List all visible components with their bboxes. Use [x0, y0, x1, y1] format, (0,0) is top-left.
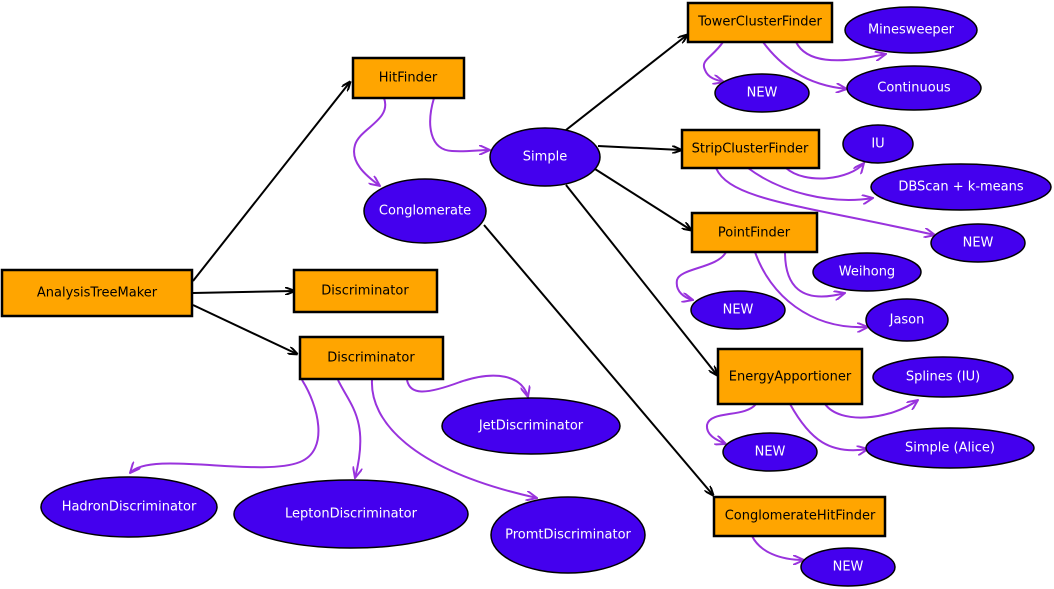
node-label: JetDiscriminator: [478, 419, 584, 434]
node-label: Minesweeper: [868, 23, 955, 38]
node-promt-discriminator: PromtDiscriminator: [490, 496, 646, 574]
node-tower-new: NEW: [714, 73, 810, 113]
edge-discriminator-jet: [406, 374, 528, 397]
node-tower-cluster-finder: TowerClusterFinder: [686, 1, 834, 44]
node-label: DBScan + k-means: [898, 180, 1024, 195]
edge-point-jason: [754, 251, 868, 327]
edge-hitfinder-simple: [429, 97, 490, 151]
edge-tower-continuous: [762, 41, 847, 89]
node-strip-new: NEW: [930, 223, 1026, 263]
node-label: AnalysisTreeMaker: [37, 286, 158, 301]
node-conglomerate: Conglomerate: [363, 178, 487, 244]
node-label: ConglomerateHitFinder: [725, 509, 876, 524]
edge-discriminator-hadron: [130, 379, 320, 473]
node-label: TowerClusterFinder: [697, 15, 822, 30]
edge-hitfinder-conglomerate: [353, 97, 387, 186]
node-label: LeptonDiscriminator: [285, 507, 418, 522]
edge-discriminator-promt: [370, 379, 537, 498]
node-conglomerate-hit-finder: ConglomerateHitFinder: [712, 495, 887, 538]
node-label: PointFinder: [718, 226, 791, 241]
node-label: NEW: [963, 236, 994, 251]
node-conglomerate-new: NEW: [800, 547, 896, 587]
node-label: HitFinder: [379, 71, 438, 86]
black-edges: [192, 35, 717, 495]
class-boxes: AnalysisTreeMaker HitFinder Discriminato…: [0, 1, 887, 538]
edge-energy-new: [705, 403, 757, 444]
node-minesweeper: Minesweeper: [844, 6, 978, 54]
node-label: StripClusterFinder: [692, 142, 809, 157]
node-weihong: Weihong: [812, 252, 922, 292]
node-label: Jason: [889, 313, 925, 328]
purple-edges: [130, 41, 935, 560]
node-label: Weihong: [839, 265, 895, 280]
edge-simple-tower: [565, 35, 687, 131]
node-label: Splines (IU): [906, 370, 980, 385]
edge-atm-discriminator-b: [192, 304, 297, 354]
node-label: HadronDiscriminator: [62, 500, 197, 515]
edge-conglomerate-conghitfinder: [483, 224, 713, 495]
edge-simple-energy: [565, 184, 717, 375]
node-label: Simple: [523, 150, 567, 165]
edge-point-new: [675, 251, 727, 300]
node-label: PromtDiscriminator: [505, 528, 631, 543]
node-iu: IU: [842, 124, 914, 164]
edge-simple-point: [594, 168, 691, 230]
node-label: IU: [871, 137, 884, 152]
node-jet-discriminator: JetDiscriminator: [441, 397, 621, 455]
node-point-new: NEW: [690, 290, 786, 330]
node-label: NEW: [833, 560, 864, 575]
node-label: NEW: [723, 303, 754, 318]
edge-strip-new: [715, 167, 935, 235]
implementation-ellipses: Conglomerate Simple Minesweeper Continuo…: [40, 6, 1052, 587]
edge-atm-discriminator-a: [192, 291, 294, 293]
edge-energy-splines: [824, 400, 918, 419]
node-label: NEW: [747, 86, 778, 101]
edge-atm-hitfinder: [192, 82, 350, 282]
edge-tower-minesweeper: [795, 41, 886, 62]
node-analysis-tree-maker: AnalysisTreeMaker: [0, 268, 194, 318]
node-label: NEW: [755, 445, 786, 460]
node-energy-apportioner: EnergyApportioner: [716, 347, 864, 406]
node-energy-new: NEW: [722, 432, 818, 472]
node-strip-cluster-finder: StripClusterFinder: [680, 128, 821, 170]
node-label: Discriminator: [327, 351, 415, 366]
node-simple: Simple: [489, 127, 601, 187]
node-hadron-discriminator: HadronDiscriminator: [40, 476, 218, 538]
edge-conghitfinder-new: [751, 535, 804, 560]
edge-energy-simple-alice: [789, 403, 868, 450]
edge-tower-new: [702, 41, 724, 82]
node-simple-alice: Simple (Alice): [865, 427, 1035, 469]
node-label: Continuous: [877, 81, 951, 96]
node-lepton-discriminator: LeptonDiscriminator: [233, 479, 469, 549]
node-discriminator-a: Discriminator: [292, 268, 439, 314]
node-continuous: Continuous: [846, 65, 982, 111]
node-label: EnergyApportioner: [729, 370, 852, 385]
edge-point-weihong: [784, 251, 845, 297]
edge-discriminator-lepton: [337, 379, 360, 478]
node-label: Conglomerate: [379, 204, 471, 219]
node-point-finder: PointFinder: [690, 211, 819, 254]
node-dbscan-kmeans: DBScan + k-means: [870, 163, 1052, 211]
node-jason: Jason: [865, 298, 949, 342]
node-label: Simple (Alice): [905, 441, 995, 456]
edge-simple-strip: [597, 145, 681, 150]
node-label: Discriminator: [321, 284, 409, 299]
edge-strip-iu: [785, 163, 864, 180]
node-discriminator-b: Discriminator: [298, 335, 445, 381]
edge-strip-dbscan: [747, 167, 873, 200]
node-hit-finder: HitFinder: [351, 56, 466, 100]
node-splines-iu: Splines (IU): [872, 356, 1014, 398]
